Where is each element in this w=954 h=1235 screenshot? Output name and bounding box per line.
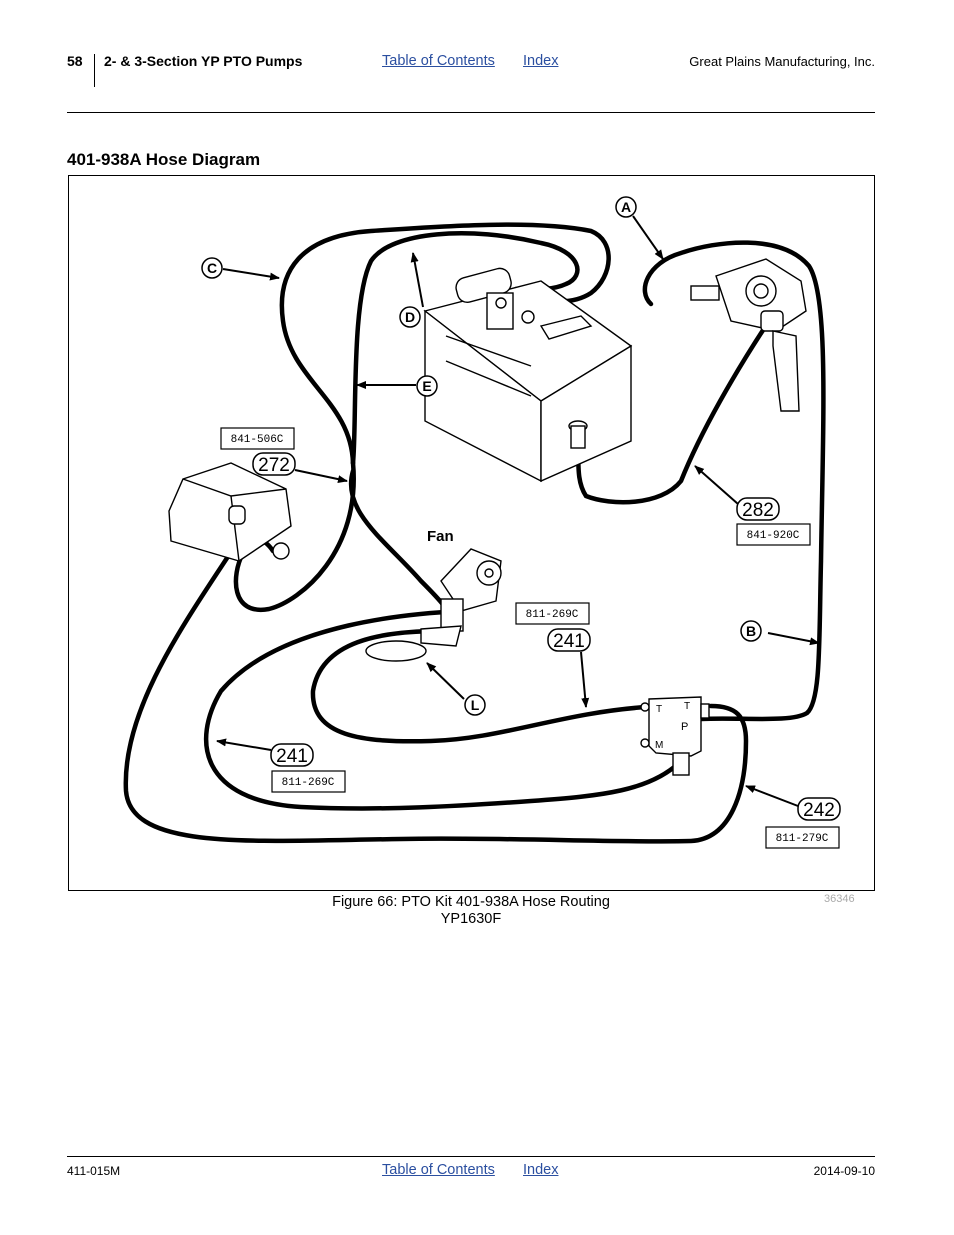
arrow-241-upper bbox=[580, 651, 590, 708]
footer-toc-link[interactable]: Table of Contents bbox=[382, 1162, 495, 1178]
arrow-282 bbox=[694, 465, 739, 505]
svg-text:811-279C: 811-279C bbox=[776, 833, 829, 845]
valve-port-t2: T bbox=[684, 701, 690, 712]
pto-pump bbox=[690, 258, 807, 412]
item-241-lower: 241 bbox=[270, 743, 314, 767]
callout-l: L bbox=[464, 694, 486, 716]
header-divider bbox=[94, 54, 95, 87]
callout-a: A bbox=[615, 196, 637, 218]
part-841-920c: 841-920C bbox=[736, 523, 811, 546]
svg-text:272: 272 bbox=[258, 455, 290, 476]
control-valve bbox=[640, 696, 710, 776]
svg-text:841-506C: 841-506C bbox=[231, 434, 284, 446]
header-index-link[interactable]: Index bbox=[523, 53, 559, 69]
figure-model: YP1630F bbox=[440, 911, 502, 927]
part-811-279c: 811-279C bbox=[765, 826, 840, 849]
page-number: 58 bbox=[67, 53, 83, 69]
image-id: 36346 bbox=[824, 893, 855, 905]
valve-port-t1: T bbox=[656, 704, 662, 715]
arrow-d bbox=[410, 252, 424, 308]
fan-label: Fan bbox=[427, 528, 454, 545]
svg-text:242: 242 bbox=[803, 800, 835, 821]
company-name: Great Plains Manufacturing, Inc. bbox=[689, 54, 875, 69]
hose-a-b bbox=[642, 240, 826, 722]
svg-text:282: 282 bbox=[742, 500, 774, 521]
svg-text:B: B bbox=[746, 623, 756, 639]
arrow-242 bbox=[745, 785, 799, 807]
hose-282 bbox=[575, 318, 772, 505]
header-rule bbox=[67, 112, 875, 113]
callout-b: B bbox=[740, 620, 762, 642]
arrow-a bbox=[632, 215, 664, 260]
svg-text:241: 241 bbox=[553, 631, 585, 652]
hose-fan bbox=[348, 468, 459, 634]
hose-diagram-svg: T T P M A B C D E L 272 282 241 241 242 … bbox=[123, 196, 841, 849]
footer-index-link[interactable]: Index bbox=[523, 1162, 559, 1178]
part-811-269c-upper: 811-269C bbox=[515, 602, 590, 625]
section-title: 2- & 3-Section YP PTO Pumps bbox=[104, 53, 303, 69]
hose-l bbox=[310, 628, 649, 744]
footer-date: 2014-09-10 bbox=[813, 1164, 875, 1178]
callout-c: C bbox=[201, 257, 223, 279]
callout-arrows bbox=[216, 215, 820, 807]
fan-motor bbox=[365, 548, 502, 662]
gearbox bbox=[168, 462, 292, 562]
svg-text:811-269C: 811-269C bbox=[282, 777, 335, 789]
hose-241-lower bbox=[203, 608, 684, 811]
part-811-269c-lower: 811-269C bbox=[271, 770, 346, 793]
part-841-506c: 841-506C bbox=[220, 427, 295, 450]
item-272: 272 bbox=[252, 452, 296, 476]
svg-text:841-920C: 841-920C bbox=[747, 530, 800, 542]
figure-caption: Figure 66: PTO Kit 401-938A Hose Routing bbox=[332, 894, 610, 910]
item-242: 242 bbox=[797, 797, 841, 821]
hydraulic-tank bbox=[423, 267, 633, 483]
arrow-241-lower bbox=[216, 738, 272, 751]
hose-c bbox=[279, 222, 611, 466]
callout-d: D bbox=[399, 306, 421, 328]
hose-diagram-figure: T T P M A B C D E L 272 282 241 241 242 … bbox=[68, 175, 875, 891]
header-toc-link[interactable]: Table of Contents bbox=[382, 53, 495, 69]
item-282: 282 bbox=[736, 497, 780, 521]
arrow-c bbox=[222, 268, 280, 281]
svg-text:811-269C: 811-269C bbox=[526, 609, 579, 621]
hoses bbox=[123, 222, 826, 844]
arrow-b bbox=[767, 632, 820, 646]
svg-text:C: C bbox=[207, 260, 217, 276]
doc-number: 411-015M bbox=[67, 1164, 121, 1178]
hose-outer bbox=[123, 518, 749, 844]
svg-text:L: L bbox=[471, 697, 480, 713]
callout-e: E bbox=[416, 375, 438, 397]
valve-port-p: P bbox=[681, 721, 688, 733]
arrow-272 bbox=[294, 469, 348, 484]
svg-text:A: A bbox=[621, 199, 631, 215]
svg-text:241: 241 bbox=[276, 746, 308, 767]
svg-text:E: E bbox=[422, 378, 431, 394]
diagram-title: 401-938A Hose Diagram bbox=[67, 150, 261, 169]
valve-port-m: M bbox=[655, 740, 663, 751]
arrow-l bbox=[426, 662, 465, 700]
svg-text:D: D bbox=[405, 309, 415, 325]
hose-d-e bbox=[350, 231, 580, 466]
footer-rule bbox=[67, 1156, 875, 1157]
item-241-upper: 241 bbox=[547, 628, 591, 652]
